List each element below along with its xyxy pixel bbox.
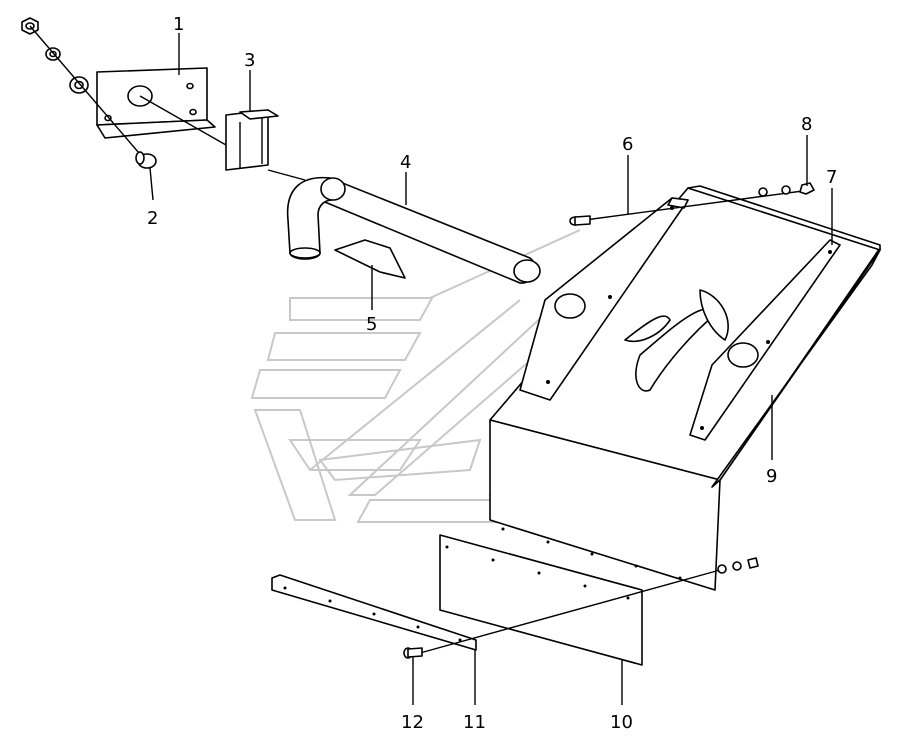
callout-8: 8 — [801, 114, 812, 135]
hardware-part-8 — [569, 182, 815, 226]
bracket-part-1 — [96, 67, 216, 139]
callout-4: 4 — [400, 152, 411, 173]
callout-5: 5 — [366, 314, 377, 335]
callout-3: 3 — [244, 50, 255, 71]
callout-6: 6 — [622, 134, 633, 155]
strip-part-11 — [271, 574, 477, 651]
callout-labels: 1 2 3 4 5 6 7 8 9 10 11 12 — [147, 14, 837, 733]
callout-12: 12 — [401, 712, 424, 733]
side-bracket-part-6 — [519, 197, 689, 401]
clamp-part-3 — [139, 95, 306, 181]
callout-1: 1 — [173, 14, 184, 35]
bolt-part-12 — [403, 557, 759, 659]
callout-11: 11 — [463, 712, 486, 733]
leader-lines — [149, 33, 833, 705]
pipe-part-4 — [286, 176, 541, 284]
callout-7: 7 — [826, 167, 837, 188]
plate-part-5 — [334, 239, 406, 279]
cover-part-9 — [489, 185, 881, 591]
callout-9: 9 — [766, 466, 777, 487]
callout-10: 10 — [610, 712, 633, 733]
side-bracket-part-7 — [689, 239, 841, 441]
callout-2: 2 — [147, 208, 158, 229]
flap-part-10 — [439, 534, 643, 666]
bolt-part-2 — [135, 151, 157, 169]
washer-nut-stack — [21, 17, 146, 161]
